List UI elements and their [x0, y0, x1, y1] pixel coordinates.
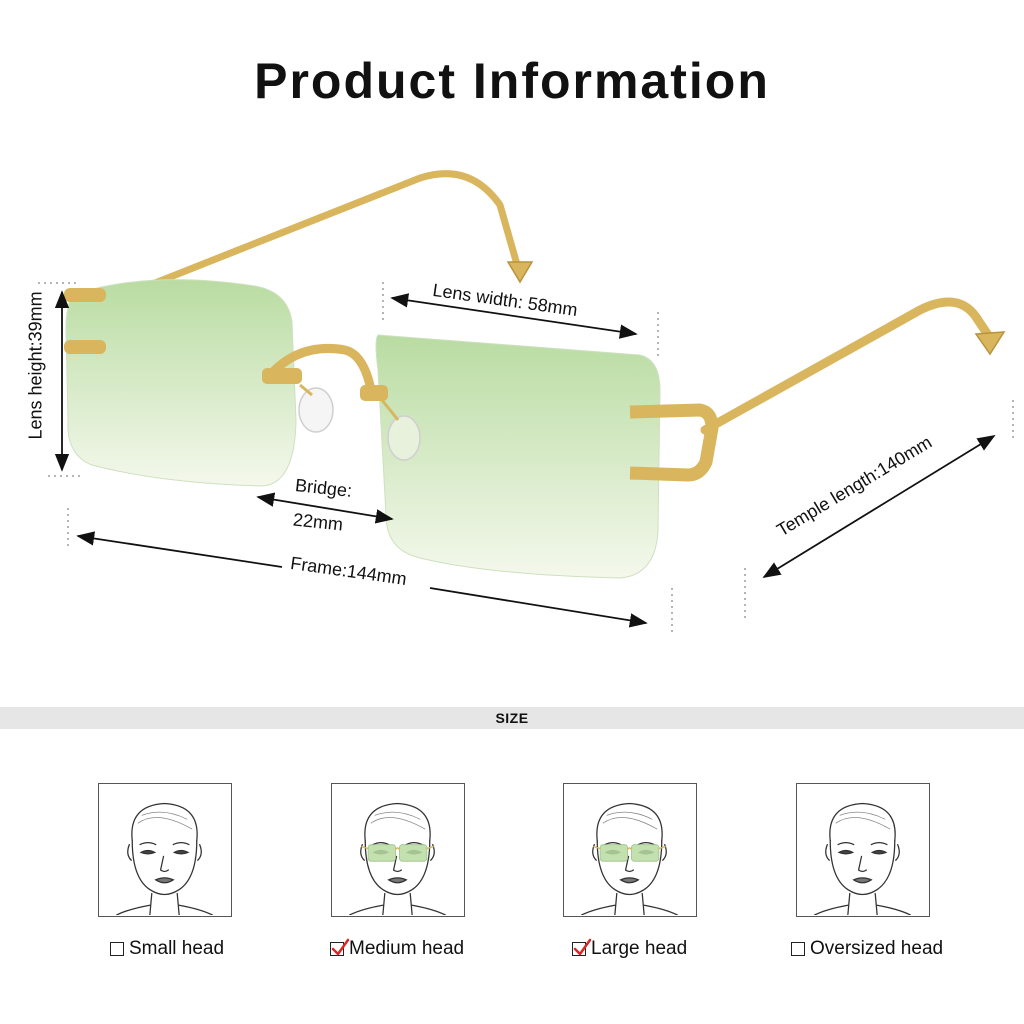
check-mark-icon — [331, 938, 350, 956]
right-lens — [375, 334, 661, 579]
size-section-label: SIZE — [495, 710, 529, 726]
lens-height-label: Lens height:39mm — [25, 291, 46, 440]
checkbox[interactable] — [572, 938, 592, 956]
size-section-header: SIZE — [0, 707, 1024, 729]
option-label: Oversized head — [810, 938, 944, 959]
checkbox[interactable] — [330, 938, 350, 956]
face-card-large — [563, 783, 697, 917]
frame-arrow-left — [76, 531, 283, 568]
glasses-overlay — [593, 844, 666, 862]
option-large-head[interactable]: Large head — [572, 936, 687, 962]
option-small-head[interactable]: Small head — [110, 936, 224, 962]
face-illustration — [580, 802, 679, 915]
dimension-arrows — [54, 290, 996, 628]
face-illustration — [813, 802, 912, 915]
left-lens — [65, 279, 297, 487]
sunglasses-illustration — [38, 170, 1014, 636]
glasses-overlay — [361, 844, 434, 862]
option-medium-head[interactable]: Medium head — [330, 936, 464, 962]
left-hinge — [64, 288, 106, 354]
right-hinge — [629, 403, 719, 482]
face-illustration — [115, 802, 214, 915]
option-label: Large head — [591, 938, 688, 959]
face-card-medium — [331, 783, 465, 917]
face-illustration — [348, 802, 447, 915]
dotted-guides — [38, 282, 1014, 636]
lens-width-arrow — [390, 293, 638, 339]
bridge-arrow — [256, 492, 394, 524]
temple-arrow — [762, 435, 996, 578]
option-label: Small head — [129, 938, 225, 959]
check-mark-icon — [573, 938, 592, 956]
option-oversized-head[interactable]: Oversized head — [791, 936, 943, 962]
near-temple-arm — [700, 297, 1006, 435]
option-label: Medium head — [349, 938, 465, 959]
face-card-small — [98, 783, 232, 917]
frame-arrow-right — [429, 587, 648, 628]
face-card-oversized — [796, 783, 930, 917]
checkbox[interactable] — [110, 942, 124, 956]
checkbox[interactable] — [791, 942, 805, 956]
far-temple-arm — [146, 170, 534, 289]
page-title: Product Information — [254, 53, 770, 109]
frame-bridge — [262, 343, 421, 461]
